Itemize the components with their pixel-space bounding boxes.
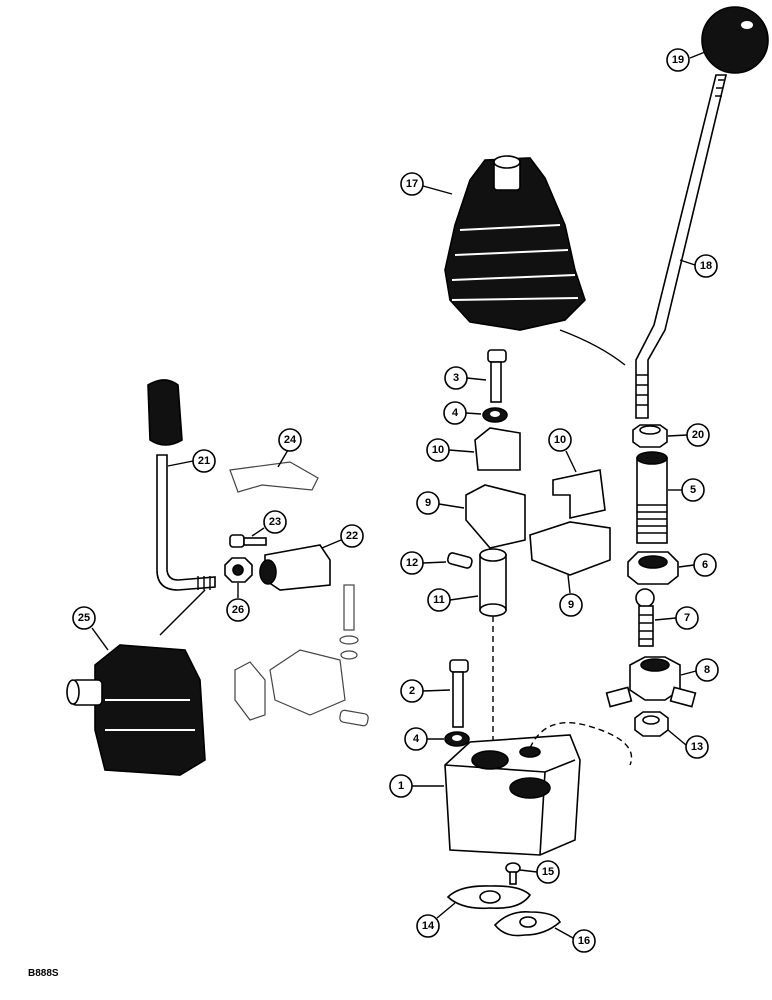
svg-text:10: 10	[554, 434, 566, 446]
part-9-block-right	[529, 521, 611, 576]
svg-text:1: 1	[398, 780, 404, 792]
callout-10-left: 10	[426, 438, 475, 462]
svg-text:8: 8	[704, 664, 710, 676]
part-16-plate-hole	[519, 916, 537, 928]
svg-text:16: 16	[578, 935, 590, 947]
part-10-bracket-right	[552, 469, 606, 520]
part-8-coupler	[605, 656, 697, 708]
part-24-clip	[229, 461, 319, 493]
callout-4-upper: 4	[443, 401, 482, 425]
svg-text:13: 13	[691, 741, 703, 753]
callout-26: 26	[226, 583, 250, 622]
callout-5: 5	[668, 478, 705, 502]
svg-text:19: 19	[672, 54, 684, 66]
callout-10-right: 10	[548, 428, 577, 473]
svg-text:24: 24	[284, 434, 297, 446]
part-6-large-nut	[627, 551, 679, 585]
callout-6: 6	[678, 553, 717, 577]
callout-13: 13	[667, 729, 709, 759]
svg-text:9: 9	[568, 599, 574, 611]
svg-text:25: 25	[78, 612, 90, 624]
callout-11: 11	[427, 588, 479, 612]
faded-background-parts	[234, 584, 369, 727]
svg-text:23: 23	[269, 516, 281, 528]
svg-text:12: 12	[406, 557, 418, 569]
part-25-rubber-boot	[66, 644, 206, 776]
callout-20: 20	[667, 423, 710, 447]
svg-text:22: 22	[346, 530, 358, 542]
callout-9-right: 9	[559, 574, 583, 617]
callout-7: 7	[654, 606, 699, 630]
part-5-sleeve	[636, 451, 668, 544]
part-26-nut	[224, 557, 253, 583]
svg-text:2: 2	[409, 685, 415, 697]
part-4-washer-upper-hole	[490, 411, 500, 417]
callout-12: 12	[400, 551, 447, 575]
part-7-ball-stud	[635, 588, 655, 647]
part-19-ball-knob	[701, 6, 769, 74]
svg-text:18: 18	[700, 260, 712, 272]
callout-8: 8	[680, 658, 719, 682]
part-21-l-lever	[147, 379, 216, 636]
callout-9-left: 9	[416, 491, 465, 515]
part-2-long-bolt	[449, 659, 469, 728]
callout-25: 25	[72, 606, 109, 651]
svg-text:15: 15	[542, 866, 554, 878]
callout-17: 17	[400, 172, 453, 196]
svg-text:9: 9	[425, 497, 431, 509]
part-15-screw	[505, 862, 521, 885]
part-1-valve-body	[444, 721, 633, 856]
svg-text:6: 6	[702, 559, 708, 571]
part-4-washer-lower-hole	[452, 735, 462, 741]
callout-22: 22	[321, 524, 364, 549]
part-3-bolt	[487, 349, 507, 403]
svg-text:10: 10	[432, 444, 444, 456]
callout-15: 15	[519, 860, 560, 884]
svg-text:11: 11	[433, 594, 445, 606]
callout-23: 23	[251, 510, 287, 537]
part-17-rubber-boot	[444, 155, 626, 366]
part-12-pin	[446, 552, 473, 569]
part-19-highlight	[741, 21, 753, 29]
callout-16-lower: 16	[554, 927, 596, 953]
callout-14: 14	[416, 902, 456, 938]
part-11-cylinder	[479, 548, 507, 745]
callout-2: 2	[400, 679, 451, 703]
callout-4-lower: 4	[404, 727, 444, 751]
part-10-bracket-left	[474, 427, 521, 471]
svg-text:7: 7	[684, 612, 690, 624]
svg-text:4: 4	[452, 407, 459, 419]
callout-1: 1	[389, 774, 444, 798]
svg-text:21: 21	[198, 455, 210, 467]
svg-text:3: 3	[453, 372, 459, 384]
part-20-nut	[632, 424, 668, 448]
part-13-nut	[634, 711, 669, 737]
svg-text:26: 26	[232, 604, 244, 616]
part-22-clevis	[259, 544, 331, 591]
svg-text:14: 14	[422, 920, 435, 932]
callout-3: 3	[444, 366, 487, 390]
part-18-lever-rod	[635, 74, 728, 419]
part-14-gasket-hole	[479, 890, 501, 904]
svg-text:17: 17	[406, 178, 418, 190]
part-23-small-bolt	[229, 534, 267, 548]
callout-18: 18	[679, 254, 718, 278]
callout-24: 24	[277, 428, 302, 468]
svg-text:4: 4	[413, 733, 420, 745]
figure-reference-code: B888S	[28, 968, 59, 979]
svg-text:20: 20	[692, 429, 704, 441]
part-9-block-left	[465, 484, 526, 549]
callout-19: 19	[666, 48, 706, 72]
svg-text:5: 5	[690, 484, 696, 496]
callout-21: 21	[167, 449, 216, 473]
